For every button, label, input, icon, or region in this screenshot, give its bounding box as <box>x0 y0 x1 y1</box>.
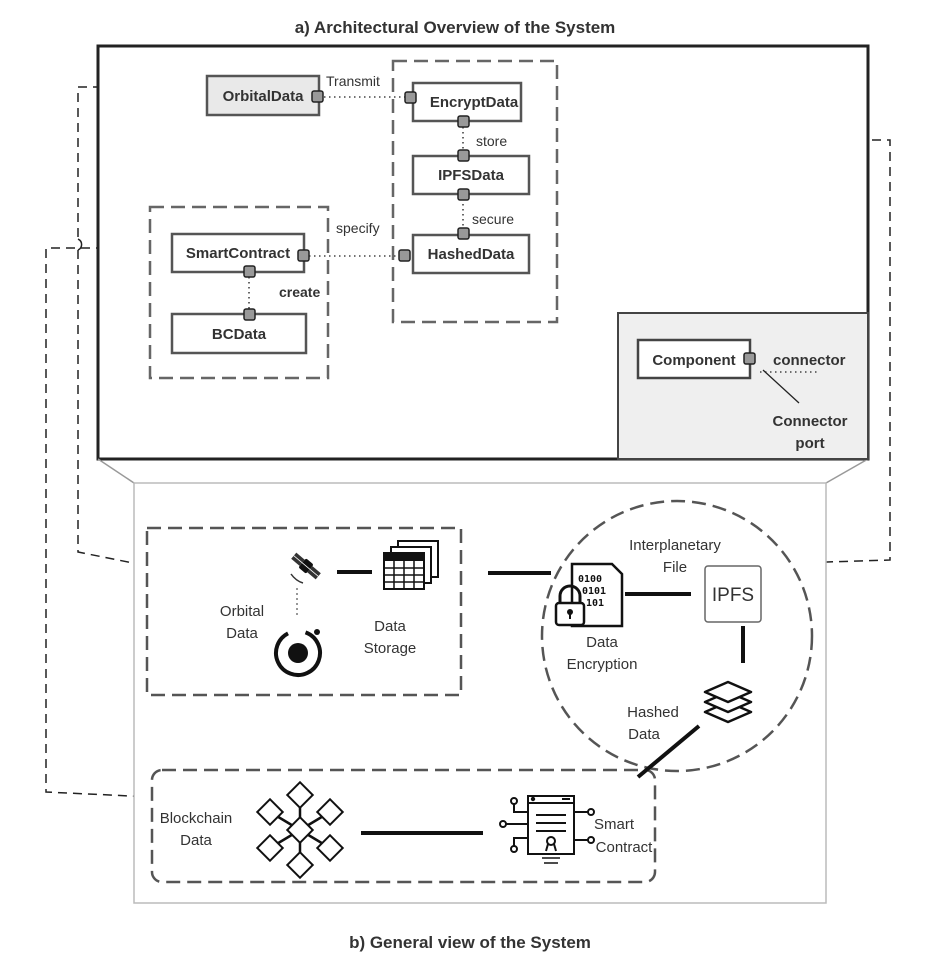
data-storage-text-2: Storage <box>364 640 417 657</box>
bc-data-label: BCData <box>212 326 267 343</box>
legend-port-label-2: port <box>795 435 824 452</box>
legend-connector-label: connector <box>773 352 846 369</box>
legend-pointer <box>762 369 800 404</box>
specify-label: specify <box>336 220 380 236</box>
orbital-link-upper <box>77 86 207 239</box>
transmit-label: Transmit <box>326 73 380 89</box>
orbital-storage-group <box>145 526 463 697</box>
legend-port <box>743 352 756 365</box>
orbital-data-text-2: Data <box>226 625 258 642</box>
orbital-link-lower <box>77 250 149 567</box>
ipfs-data-label: IPFSData <box>438 167 505 184</box>
bc-data-box <box>170 312 308 355</box>
hashed-data-text-2: Data <box>628 726 660 743</box>
signal-arc <box>290 573 304 584</box>
blockchain-data-text-1: Blockchain <box>160 810 233 827</box>
secure-label: secure <box>472 211 514 227</box>
interplanetary-text-1: Interplanetary <box>629 537 721 554</box>
blockchain-cubes-icon <box>255 780 345 880</box>
zoom-projection <box>97 458 869 484</box>
contract-group <box>148 205 330 380</box>
hashed-data-text-1: Hashed <box>627 704 679 721</box>
ipfs-icon: IPFS <box>704 565 762 623</box>
smart-contract-text-2: Contract <box>596 839 654 856</box>
legend-port-label-1: Connector <box>773 413 848 430</box>
ipfs-icon-text: IPFS <box>712 585 754 606</box>
smart-contract-label: SmartContract <box>186 245 290 262</box>
ipfs-circle <box>540 499 814 773</box>
bottom-caption: b) General view of the System <box>349 933 591 952</box>
sensor-ring-icon <box>274 629 322 677</box>
connector-lines <box>248 96 464 310</box>
data-encryption-text-1: Data <box>586 634 618 651</box>
svg-text:0100: 0100 <box>578 574 602 585</box>
blockchain-data-text-2: Data <box>180 832 212 849</box>
blockchain-group <box>150 768 657 884</box>
encrypt-data-label: EncryptData <box>430 94 519 111</box>
encrypted-file-icon: 0100 0101 101 <box>554 562 624 628</box>
svg-text:101: 101 <box>586 598 604 609</box>
line-hop <box>77 238 83 251</box>
contract-circuit-icon <box>499 795 595 864</box>
legend-panel <box>617 312 869 460</box>
smart-contract-text-1: Smart <box>594 816 635 833</box>
hash-stack-icon <box>703 680 753 724</box>
store-label: store <box>476 133 507 149</box>
data-storage-text-1: Data <box>374 618 406 635</box>
satellite-icon <box>291 552 321 580</box>
top-caption: a) Architectural Overview of the System <box>295 18 616 37</box>
create-label: create <box>279 284 320 300</box>
ports <box>243 90 470 321</box>
legend-component-box <box>636 338 752 380</box>
data-encryption-text-2: Encryption <box>567 656 638 673</box>
spreadsheet-stack-icon <box>383 540 439 590</box>
solid-links <box>337 570 745 835</box>
orbital-data-text-1: Orbital <box>220 603 264 620</box>
hashed-data-label: HashedData <box>428 246 515 263</box>
svg-text:0101: 0101 <box>582 586 606 597</box>
data-pipeline-group <box>391 59 559 324</box>
interplanetary-text-2: File <box>663 559 687 576</box>
orbital-data-label: OrbitalData <box>223 88 305 105</box>
hashed-data-box <box>411 233 531 275</box>
ipfs-data-box <box>411 154 531 196</box>
legend-component-label: Component <box>652 352 735 369</box>
